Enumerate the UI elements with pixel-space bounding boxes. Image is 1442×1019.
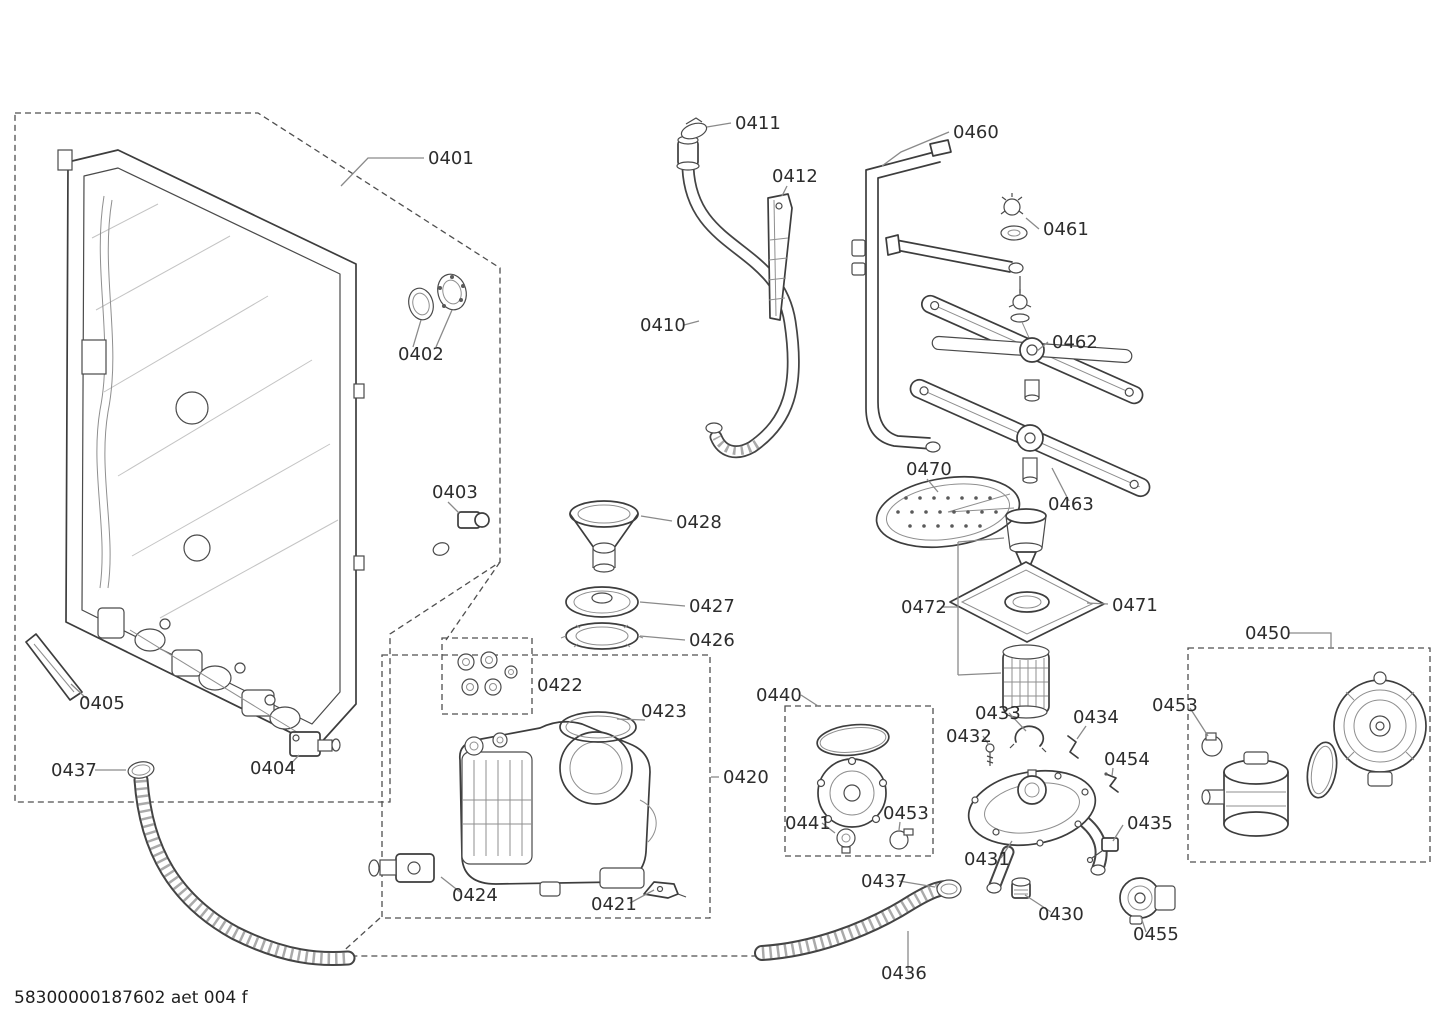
pump-head-0440 — [816, 723, 890, 828]
pipe-0430 — [1011, 877, 1031, 899]
part-label-0433: 0433 — [975, 703, 1021, 724]
part-label-0432: 0432 — [946, 726, 992, 747]
part-label-0411: 0411 — [735, 113, 781, 134]
bracket-0412 — [767, 193, 793, 321]
oring-0423 — [559, 711, 637, 743]
lower-spray-arm-0463 — [909, 378, 1151, 498]
impeller-0441 — [836, 828, 856, 854]
part-label-0453-right: 0453 — [1152, 695, 1198, 716]
part-label-0402: 0402 — [398, 344, 444, 365]
part-label-0427: 0427 — [689, 596, 735, 617]
group-boxes — [14, 112, 1431, 957]
valve-0403 — [432, 511, 490, 556]
hose-clamp-0437-bottom — [936, 879, 962, 899]
part-label-0412: 0412 — [772, 166, 818, 187]
part-label-0455: 0455 — [1133, 924, 1179, 945]
part-label-0410: 0410 — [640, 315, 686, 336]
part-label-0403: 0403 — [432, 482, 478, 503]
part-label-0462: 0462 — [1052, 332, 1098, 353]
part-label-0434: 0434 — [1073, 707, 1119, 728]
clip-0421 — [643, 881, 687, 899]
part-label-0428: 0428 — [676, 512, 722, 533]
part-label-0404: 0404 — [250, 758, 296, 779]
filter-assembly-0471 — [949, 508, 1105, 643]
part-label-0401: 0401 — [428, 148, 474, 169]
filter-plate-0470 — [875, 476, 1021, 548]
drain-pump-0455 — [1119, 877, 1176, 925]
drain-hose-0437-left — [127, 761, 356, 967]
part-label-0430: 0430 — [1038, 904, 1084, 925]
hose-clip-0411 — [680, 117, 708, 140]
leader-lines — [70, 122, 1332, 971]
mount-rail-0460 — [851, 139, 952, 453]
clip-0434 — [1067, 735, 1079, 759]
part-label-0472: 0472 — [901, 597, 947, 618]
part-label-0435: 0435 — [1127, 813, 1173, 834]
part-labels: 0411 0401 0460 0412 0461 0402 0410 0462 … — [51, 113, 1291, 984]
nut-0461 — [1000, 193, 1028, 241]
part-label-0470: 0470 — [906, 459, 952, 480]
spray-arm-support — [885, 234, 1032, 341]
part-label-0421: 0421 — [591, 894, 637, 915]
part-label-0460: 0460 — [953, 122, 999, 143]
valve-0424 — [368, 853, 435, 883]
part-label-0454: 0454 — [1104, 749, 1150, 770]
inlet-hose-0410 — [676, 135, 800, 459]
tub-assembly — [57, 149, 365, 747]
part-label-0471: 0471 — [1112, 595, 1158, 616]
sump-assembly-0431 — [967, 769, 1108, 894]
part-label-0423: 0423 — [641, 701, 687, 722]
part-label-0426: 0426 — [689, 630, 735, 651]
part-label-0431: 0431 — [964, 849, 1010, 870]
nut-0426 — [560, 622, 644, 650]
funnel-0428 — [569, 500, 639, 573]
part-label-0453-mid: 0453 — [883, 803, 929, 824]
part-label-0437-bottom: 0437 — [861, 871, 907, 892]
upper-spray-arm-0462 — [920, 294, 1144, 405]
part-label-0422: 0422 — [537, 675, 583, 696]
switch-0435 — [1086, 837, 1119, 864]
part-label-0436: 0436 — [881, 963, 927, 984]
part-label-0437-left: 0437 — [51, 760, 97, 781]
strip-0405 — [25, 633, 83, 701]
clamp-0453-mid — [889, 828, 914, 850]
seal-rings-0402 — [408, 273, 467, 321]
part-label-0463: 0463 — [1048, 494, 1094, 515]
part-label-0420: 0420 — [723, 767, 769, 788]
clip-0454 — [1104, 772, 1119, 793]
part-label-0405: 0405 — [79, 693, 125, 714]
part-label-0440: 0440 — [756, 685, 802, 706]
part-label-0450: 0450 — [1245, 623, 1291, 644]
part-label-0461: 0461 — [1043, 219, 1089, 240]
cap-0427 — [565, 586, 639, 618]
heat-pump-assembly-0420 — [458, 720, 657, 897]
screw-0432 — [985, 743, 995, 766]
part-label-0441: 0441 — [785, 813, 831, 834]
drain-hose-0436 — [754, 880, 959, 961]
document-code: 58300000187602 aet 004 f — [14, 988, 249, 1008]
part-label-0424: 0424 — [452, 885, 498, 906]
valve-0404 — [289, 731, 341, 757]
seal-set-0422 — [457, 651, 518, 696]
circulation-pump-0450 — [1201, 671, 1427, 837]
clamp-0433 — [1009, 725, 1047, 753]
filter-cylinder-0472 — [1002, 644, 1050, 719]
